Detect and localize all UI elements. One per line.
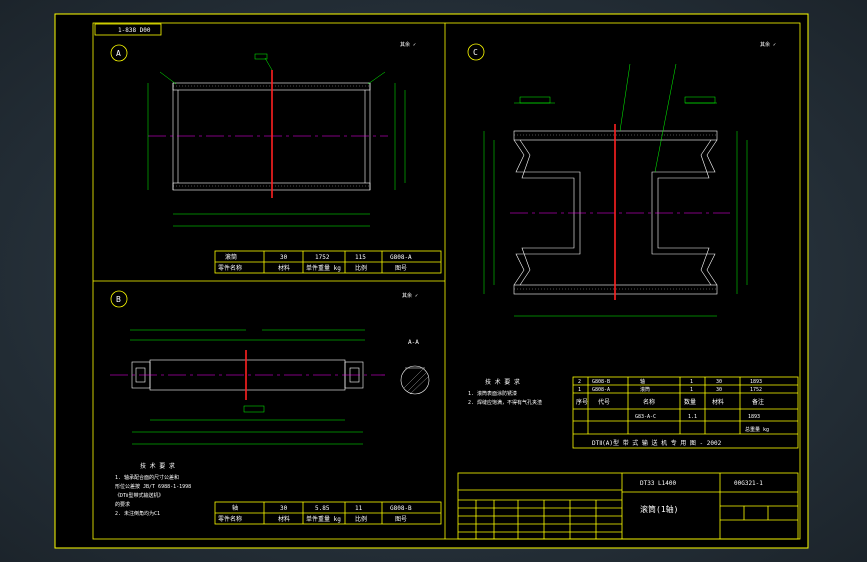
view-a-note: 其余 ✓ bbox=[400, 41, 416, 48]
notes-b-line: 的要求 bbox=[115, 501, 130, 508]
misc-cell: 1893 bbox=[748, 414, 760, 420]
parts-header: 数量 bbox=[684, 398, 696, 406]
parts-header: 代号 bbox=[598, 398, 610, 406]
notes-b-line: 形位公差按 JB/T 6988-1-1998 bbox=[115, 483, 191, 490]
table-a-cell: 30 bbox=[280, 254, 288, 261]
table-b-cell: 30 bbox=[280, 505, 288, 512]
parts-cell: G808-A bbox=[592, 387, 610, 393]
view-b-label-circle bbox=[110, 290, 128, 308]
parts-header: 序号 bbox=[576, 398, 588, 406]
table-b-cell: 零件名称 bbox=[218, 515, 242, 523]
shaft-weld-tag bbox=[243, 405, 265, 413]
view-b-note: 其余 ✓ bbox=[402, 292, 418, 299]
view-b-label: B bbox=[116, 295, 121, 304]
parts-header: 名称 bbox=[643, 398, 655, 406]
notes-c-line: 1. 滚筒表面涂防锈漆 bbox=[468, 390, 517, 397]
table-b-cell: 图号 bbox=[395, 516, 407, 523]
tb-name: 滚筒(1轴) bbox=[640, 504, 678, 514]
weld-tag-a bbox=[254, 53, 268, 60]
view-c: C 其余 ✓ bbox=[467, 41, 776, 317]
section-circle bbox=[400, 365, 430, 395]
table-a-cell: 比例 bbox=[355, 264, 367, 272]
c-tag-left bbox=[519, 96, 551, 104]
parts-cell: 1 bbox=[690, 387, 693, 393]
parts-list-frame bbox=[572, 376, 799, 449]
view-a-label: A bbox=[116, 49, 121, 58]
table-b-cell: 11 bbox=[355, 505, 363, 512]
leader-a-3 bbox=[264, 57, 273, 71]
view-a: A 其余 ✓ bbox=[110, 41, 416, 227]
table-a: 滚筒 30 1752 115 G808-A 零件名称 材料 单件重量 kg 比例… bbox=[214, 250, 442, 274]
leader-c-2 bbox=[654, 63, 677, 173]
ref-tag-box bbox=[94, 23, 162, 36]
title-block: 2 G808-B 轴 1 30 1893 1 G808-A 滚筒 1 30 17… bbox=[457, 376, 799, 540]
notes-b-title: 技 术 要 求 bbox=[140, 462, 175, 470]
table-a-cell: 1752 bbox=[315, 254, 330, 261]
parts-cell: 30 bbox=[716, 379, 722, 385]
leader-a-1 bbox=[159, 71, 177, 85]
view-c-note: 其余 ✓ bbox=[760, 41, 776, 48]
notes-c-title: 技 术 要 求 bbox=[485, 378, 520, 386]
c-tag-right bbox=[684, 96, 716, 104]
misc-cell: G83-A-C bbox=[635, 414, 656, 420]
table-b-cell: 材料 bbox=[278, 515, 290, 523]
parts-cell: 1 bbox=[578, 387, 581, 393]
notes-b-line: 1. 轴承配合面的尺寸公差和 bbox=[115, 474, 179, 481]
notes-b-line: 《DTⅡ型带式输送机》 bbox=[115, 492, 163, 499]
table-b-cell: 单件重量 kg bbox=[306, 515, 341, 523]
ref-tag: 1-838 D00 bbox=[118, 27, 151, 34]
parts-cell: 2 bbox=[578, 379, 581, 385]
table-a-cell: G808-A bbox=[390, 254, 412, 261]
table-b-cell: 比例 bbox=[355, 515, 367, 523]
weight-label: 总重量 kg bbox=[745, 426, 769, 433]
notes-b: 技 术 要 求 1. 轴承配合面的尺寸公差和 形位公差按 JB/T 6988-1… bbox=[115, 462, 191, 517]
c-disc-right bbox=[651, 139, 718, 286]
view-c-label-circle bbox=[467, 43, 485, 61]
parts-cell: 1893 bbox=[750, 379, 762, 385]
leader-a-2 bbox=[367, 71, 386, 85]
parts-cell: 滚筒 bbox=[640, 386, 650, 393]
parts-cell: 轴 bbox=[640, 378, 645, 385]
series-title: DTⅡ(A)型 带 式 输 送 机 专 用 图 - 2002 bbox=[592, 439, 722, 447]
view-c-label: C bbox=[473, 48, 478, 57]
misc-cell: 1.1 bbox=[688, 414, 697, 420]
table-b-cell: G808-B bbox=[390, 505, 412, 512]
table-b: 轴 30 5.85 11 G808-B 零件名称 材料 单件重量 kg 比例 图… bbox=[214, 501, 442, 525]
parts-cell: 30 bbox=[716, 387, 722, 393]
table-a-cell: 零件名称 bbox=[218, 264, 242, 272]
tb-code: DT33 L1400 bbox=[640, 480, 677, 487]
parts-cell: 1752 bbox=[750, 387, 762, 393]
parts-header: 材料 bbox=[712, 398, 724, 406]
table-a-cell: 单件重量 kg bbox=[306, 264, 341, 272]
table-b-cell: 轴 bbox=[232, 504, 238, 512]
parts-header: 备注 bbox=[752, 398, 764, 406]
view-b: B 其余 ✓ A-A bbox=[110, 290, 430, 445]
section-label: A-A bbox=[408, 339, 419, 346]
parts-cell: G808-B bbox=[592, 379, 610, 385]
table-a-cell: 115 bbox=[355, 254, 366, 261]
notes-c-line: 2. 焊缝应饱满，不得有气孔夹渣 bbox=[468, 399, 542, 406]
section-hatch-3 bbox=[409, 376, 429, 395]
tb-drawing-no: 00G321-1 bbox=[734, 480, 763, 487]
table-a-cell: 材料 bbox=[278, 264, 290, 272]
table-a-cell: 图号 bbox=[395, 265, 407, 272]
leader-c-1 bbox=[619, 63, 631, 132]
view-a-label-circle bbox=[110, 44, 128, 62]
notes-b-line: 2. 未注倒角均为C1 bbox=[115, 510, 160, 517]
section-hatch-2 bbox=[406, 372, 427, 393]
parts-cell: 1 bbox=[690, 379, 693, 385]
notes-c: 技 术 要 求 1. 滚筒表面涂防锈漆 2. 焊缝应饱满，不得有气孔夹渣 bbox=[468, 378, 542, 406]
table-a-cell: 滚筒 bbox=[225, 253, 237, 261]
table-b-cell: 5.85 bbox=[315, 505, 330, 512]
section-hatch-1 bbox=[403, 368, 424, 389]
